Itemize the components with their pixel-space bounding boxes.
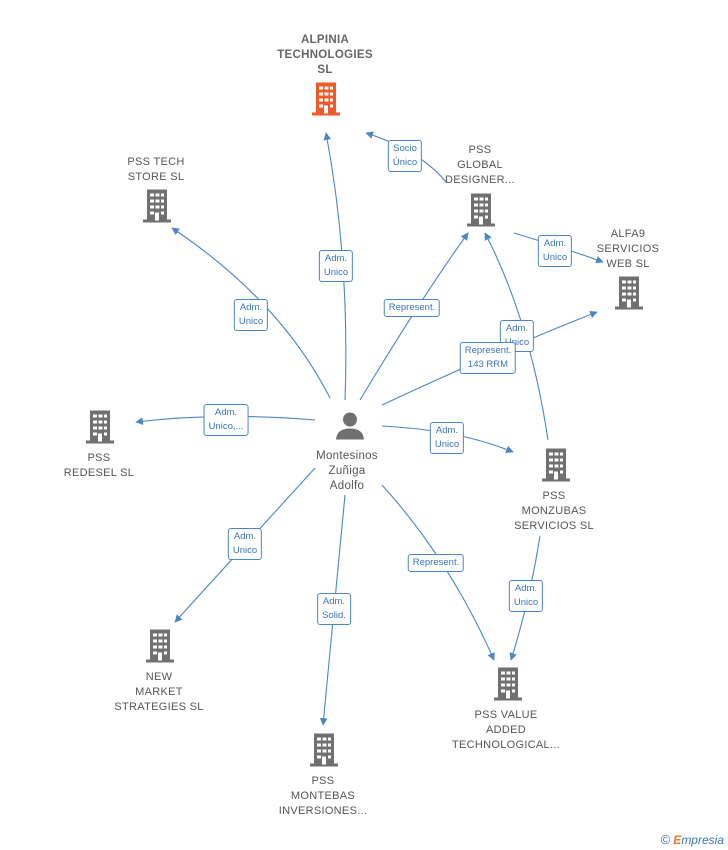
- tech-store-label-line: STORE SL: [127, 171, 185, 183]
- edge-label-line: Adm.: [322, 596, 346, 607]
- edge-label-line: Unico: [542, 252, 568, 263]
- edge-label-line: Unico: [238, 316, 264, 327]
- edge-label-global-alpinia[interactable]: Socio Único: [387, 140, 423, 172]
- alfa9-label-line: ALFA9: [610, 228, 646, 240]
- global-designer-label-line: PSS: [468, 144, 492, 156]
- edge-label-line: Adm.: [435, 425, 459, 436]
- new-market-label-line: NEW: [145, 671, 173, 683]
- edge-label-line: Adm.: [233, 531, 257, 542]
- montebas-building-icon[interactable]: [308, 732, 340, 773]
- redesel-label[interactable]: PSS REDESEL SL: [64, 451, 134, 481]
- person-label-line: Adolfo: [329, 480, 365, 492]
- edge-label-new-market[interactable]: Adm. Unico: [227, 528, 263, 560]
- edge-line-value-rep: [381, 484, 495, 661]
- monzubas-label[interactable]: PSS MONZUBAS SERVICIOS SL: [514, 489, 594, 534]
- tech-store-building-icon[interactable]: [141, 188, 173, 229]
- monzubas-label-line: PSS: [542, 490, 566, 502]
- montebas-label[interactable]: PSS MONTEBAS INVERSIONES...: [279, 774, 368, 819]
- edge-label-monzubas-global[interactable]: Adm. Unico: [499, 320, 535, 352]
- value-added-label-line: ADDED: [485, 724, 527, 736]
- edge-label-line: Adm.: [214, 407, 238, 418]
- edge-label-line: Adm.: [505, 323, 529, 334]
- edge-label-global-alfa9[interactable]: Adm. Unico: [537, 235, 573, 267]
- edge-label-line: Unico: [504, 337, 530, 348]
- tech-store-label-line: PSS TECH: [127, 156, 185, 168]
- edge-label-alpinia[interactable]: Adm. Unico: [318, 250, 354, 282]
- alpinia-label-line: ALPINIA: [300, 34, 350, 46]
- edge-label-montebas[interactable]: Adm. Solid.: [317, 593, 351, 625]
- edge-label-monzubas[interactable]: Adm. Unico: [429, 422, 465, 454]
- footer-brand[interactable]: ©Empresia: [661, 832, 724, 847]
- edge-label-line: Unico: [323, 267, 349, 278]
- edge-label-line: Represent.: [464, 345, 512, 356]
- edge-label-line: Socio: [393, 143, 417, 154]
- edge-label-line: Adm.: [324, 253, 348, 264]
- edge-label-global-rep[interactable]: Represent.: [383, 299, 441, 317]
- montebas-label-line: PSS: [311, 775, 335, 787]
- person-label-line: Zuñiga: [328, 465, 366, 477]
- alpinia-label-line: SL: [317, 64, 333, 76]
- edge-label-alfa9-rep[interactable]: Represent. 143 RRM: [459, 342, 517, 374]
- edge-label-line: Unico: [513, 597, 539, 608]
- new-market-label[interactable]: NEW MARKET STRATEGIES SL: [114, 670, 203, 715]
- montebas-label-line: MONTEBAS: [290, 790, 356, 802]
- brand-logo: Empresia: [673, 833, 724, 847]
- edge-label-line: Represent.: [388, 302, 436, 313]
- global-designer-building-icon[interactable]: [465, 192, 497, 233]
- brand-initial: E: [673, 833, 682, 847]
- edge-label-value-rep[interactable]: Represent.: [407, 554, 465, 572]
- global-designer-label[interactable]: PSS GLOBAL DESIGNER...: [445, 143, 515, 188]
- edge-label-redesel[interactable]: Adm. Unico,...: [203, 404, 249, 436]
- redesel-label-line: REDESEL SL: [63, 467, 135, 479]
- value-added-building-icon[interactable]: [492, 666, 524, 707]
- person-label-line: Montesinos: [316, 450, 378, 462]
- new-market-label-line: STRATEGIES SL: [114, 701, 204, 713]
- edge-label-line: Adm.: [239, 302, 263, 313]
- value-added-label[interactable]: PSS VALUE ADDED TECHNOLOGICAL...: [452, 708, 560, 753]
- value-added-label-line: TECHNOLOGICAL...: [451, 739, 561, 751]
- alfa9-label[interactable]: ALFA9 SERVICIOS WEB SL: [597, 227, 659, 272]
- edge-label-line: Adm.: [543, 238, 567, 249]
- person-icon[interactable]: [335, 411, 365, 446]
- redesel-building-icon[interactable]: [84, 409, 116, 450]
- edge-label-monzubas-value[interactable]: Adm. Unico: [508, 580, 544, 612]
- edge-label-line: 143 RRM: [467, 359, 509, 370]
- alpinia-label[interactable]: ALPINIA TECHNOLOGIES SL: [277, 33, 373, 78]
- copyright-icon: ©: [660, 832, 671, 847]
- new-market-label-line: MARKET: [135, 686, 183, 698]
- redesel-label-line: PSS: [87, 452, 111, 464]
- tech-store-label[interactable]: PSS TECH STORE SL: [127, 155, 184, 185]
- person-label[interactable]: Montesinos Zuñiga Adolfo: [316, 449, 378, 494]
- alpinia-building-icon[interactable]: [310, 81, 342, 122]
- alfa9-label-line: WEB SL: [606, 258, 650, 270]
- alfa9-label-line: SERVICIOS: [596, 243, 660, 255]
- edge-label-line: Solid.: [322, 610, 346, 621]
- alpinia-label-line: TECHNOLOGIES: [277, 49, 373, 61]
- alfa9-building-icon[interactable]: [613, 275, 645, 316]
- new-market-building-icon[interactable]: [144, 628, 176, 669]
- edge-label-tech-store[interactable]: Adm. Unico: [233, 299, 269, 331]
- monzubas-label-line: SERVICIOS SL: [514, 520, 594, 532]
- edge-label-line: Unico: [232, 545, 258, 556]
- value-added-label-line: PSS VALUE: [474, 709, 538, 721]
- montebas-label-line: INVERSIONES...: [278, 805, 368, 817]
- global-designer-label-line: GLOBAL: [457, 159, 503, 171]
- edge-label-line: Unico: [434, 439, 460, 450]
- edge-label-line: Adm.: [514, 583, 538, 594]
- monzubas-building-icon[interactable]: [540, 447, 572, 488]
- edge-label-line: Único: [392, 157, 418, 168]
- edge-label-line: Unico,...: [208, 421, 244, 432]
- global-designer-label-line: DESIGNER...: [445, 174, 515, 186]
- brand-name: mpresia: [681, 833, 724, 847]
- monzubas-label-line: MONZUBAS: [521, 505, 587, 517]
- edge-label-line: Represent.: [412, 557, 460, 568]
